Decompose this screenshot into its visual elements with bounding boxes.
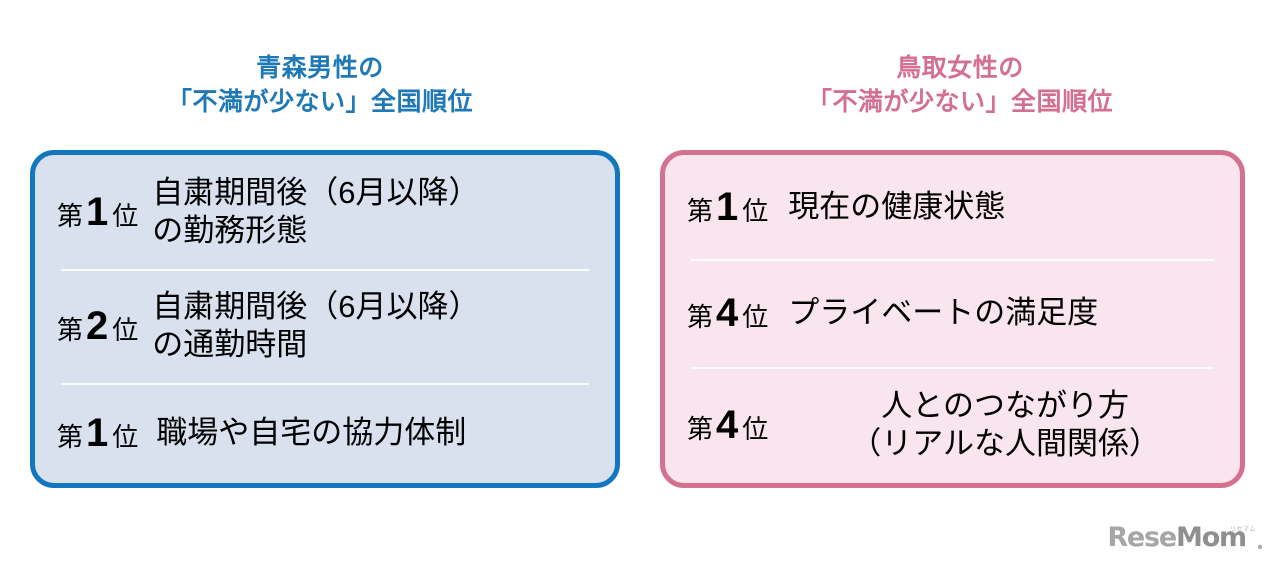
rank-prefix: 第	[57, 422, 84, 452]
table-row: 第 2 位 自粛期間後（6月以降） の通勤時間	[35, 269, 615, 383]
rank-label: 第 1 位	[57, 192, 138, 232]
logo-wordmark: ReseMom	[1107, 522, 1247, 553]
logo-kana-label: リセマム	[1229, 527, 1256, 533]
rank-suffix: 位	[112, 315, 139, 345]
rank-suffix: 位	[742, 302, 769, 332]
row-label: 職場や自宅の協力体制	[156, 415, 467, 451]
table-row: 第 1 位 職場や自宅の協力体制	[35, 383, 615, 483]
logo-wordmark-part2: Mom	[1176, 522, 1247, 553]
rank-number: 1	[716, 185, 738, 229]
table-row: 第 1 位 現在の健康状態	[665, 155, 1240, 259]
rank-suffix: 位	[112, 422, 139, 452]
ranking-card-aomori-male: 第 1 位 自粛期間後（6月以降） の勤務形態 第 2 位 自粛期間後（6月以降…	[30, 150, 620, 488]
logo-dot-icon	[1258, 545, 1262, 549]
rank-suffix: 位	[742, 196, 769, 226]
table-row: 第 4 位 人とのつながり方 （リアルな人間関係）	[665, 367, 1240, 483]
rank-label: 第 1 位	[57, 413, 138, 453]
rank-label: 第 1 位	[687, 187, 768, 227]
rank-number: 4	[716, 291, 738, 335]
rank-number: 1	[86, 411, 108, 455]
rank-prefix: 第	[57, 201, 84, 231]
resemom-logo: ReseMom リセマム	[1107, 524, 1262, 551]
panel-tottori-female: 鳥取女性の 「不満が少ない」全国順位 第 1 位 現在の健康状態 第 4 位 プ…	[640, 0, 1280, 563]
row-label: プライベートの満足度	[788, 295, 1099, 331]
rank-number: 1	[86, 190, 108, 234]
rank-suffix: 位	[742, 414, 769, 444]
rank-label: 第 2 位	[57, 306, 138, 346]
rank-label: 第 4 位	[687, 405, 768, 445]
row-label: 自粛期間後（6月以降） の通勤時間	[152, 289, 480, 362]
panel-title-tottori-female: 鳥取女性の 「不満が少ない」全国順位	[806, 54, 1113, 116]
panel-title-aomori-male: 青森男性の 「不満が少ない」全国順位	[166, 54, 473, 116]
panel-aomori-male: 青森男性の 「不満が少ない」全国順位 第 1 位 自粛期間後（6月以降） の勤務…	[30, 54, 620, 488]
rank-label: 第 4 位	[687, 293, 768, 333]
table-row: 第 1 位 自粛期間後（6月以降） の勤務形態	[35, 155, 615, 269]
rank-prefix: 第	[687, 196, 714, 226]
rank-suffix: 位	[112, 201, 139, 231]
rank-prefix: 第	[57, 315, 84, 345]
table-row: 第 4 位 プライベートの満足度	[665, 259, 1240, 367]
rank-prefix: 第	[687, 414, 714, 444]
rank-number: 2	[86, 304, 108, 348]
row-label: 自粛期間後（6月以降） の勤務形態	[152, 175, 480, 248]
rank-number: 4	[716, 403, 738, 447]
ranking-card-tottori-female: 第 1 位 現在の健康状態 第 4 位 プライベートの満足度 第 4 位	[660, 150, 1245, 488]
row-label: 人とのつながり方 （リアルな人間関係）	[850, 388, 1160, 461]
row-label: 現在の健康状態	[788, 189, 1006, 225]
rank-prefix: 第	[687, 302, 714, 332]
logo-wordmark-part1: Rese	[1107, 522, 1177, 553]
